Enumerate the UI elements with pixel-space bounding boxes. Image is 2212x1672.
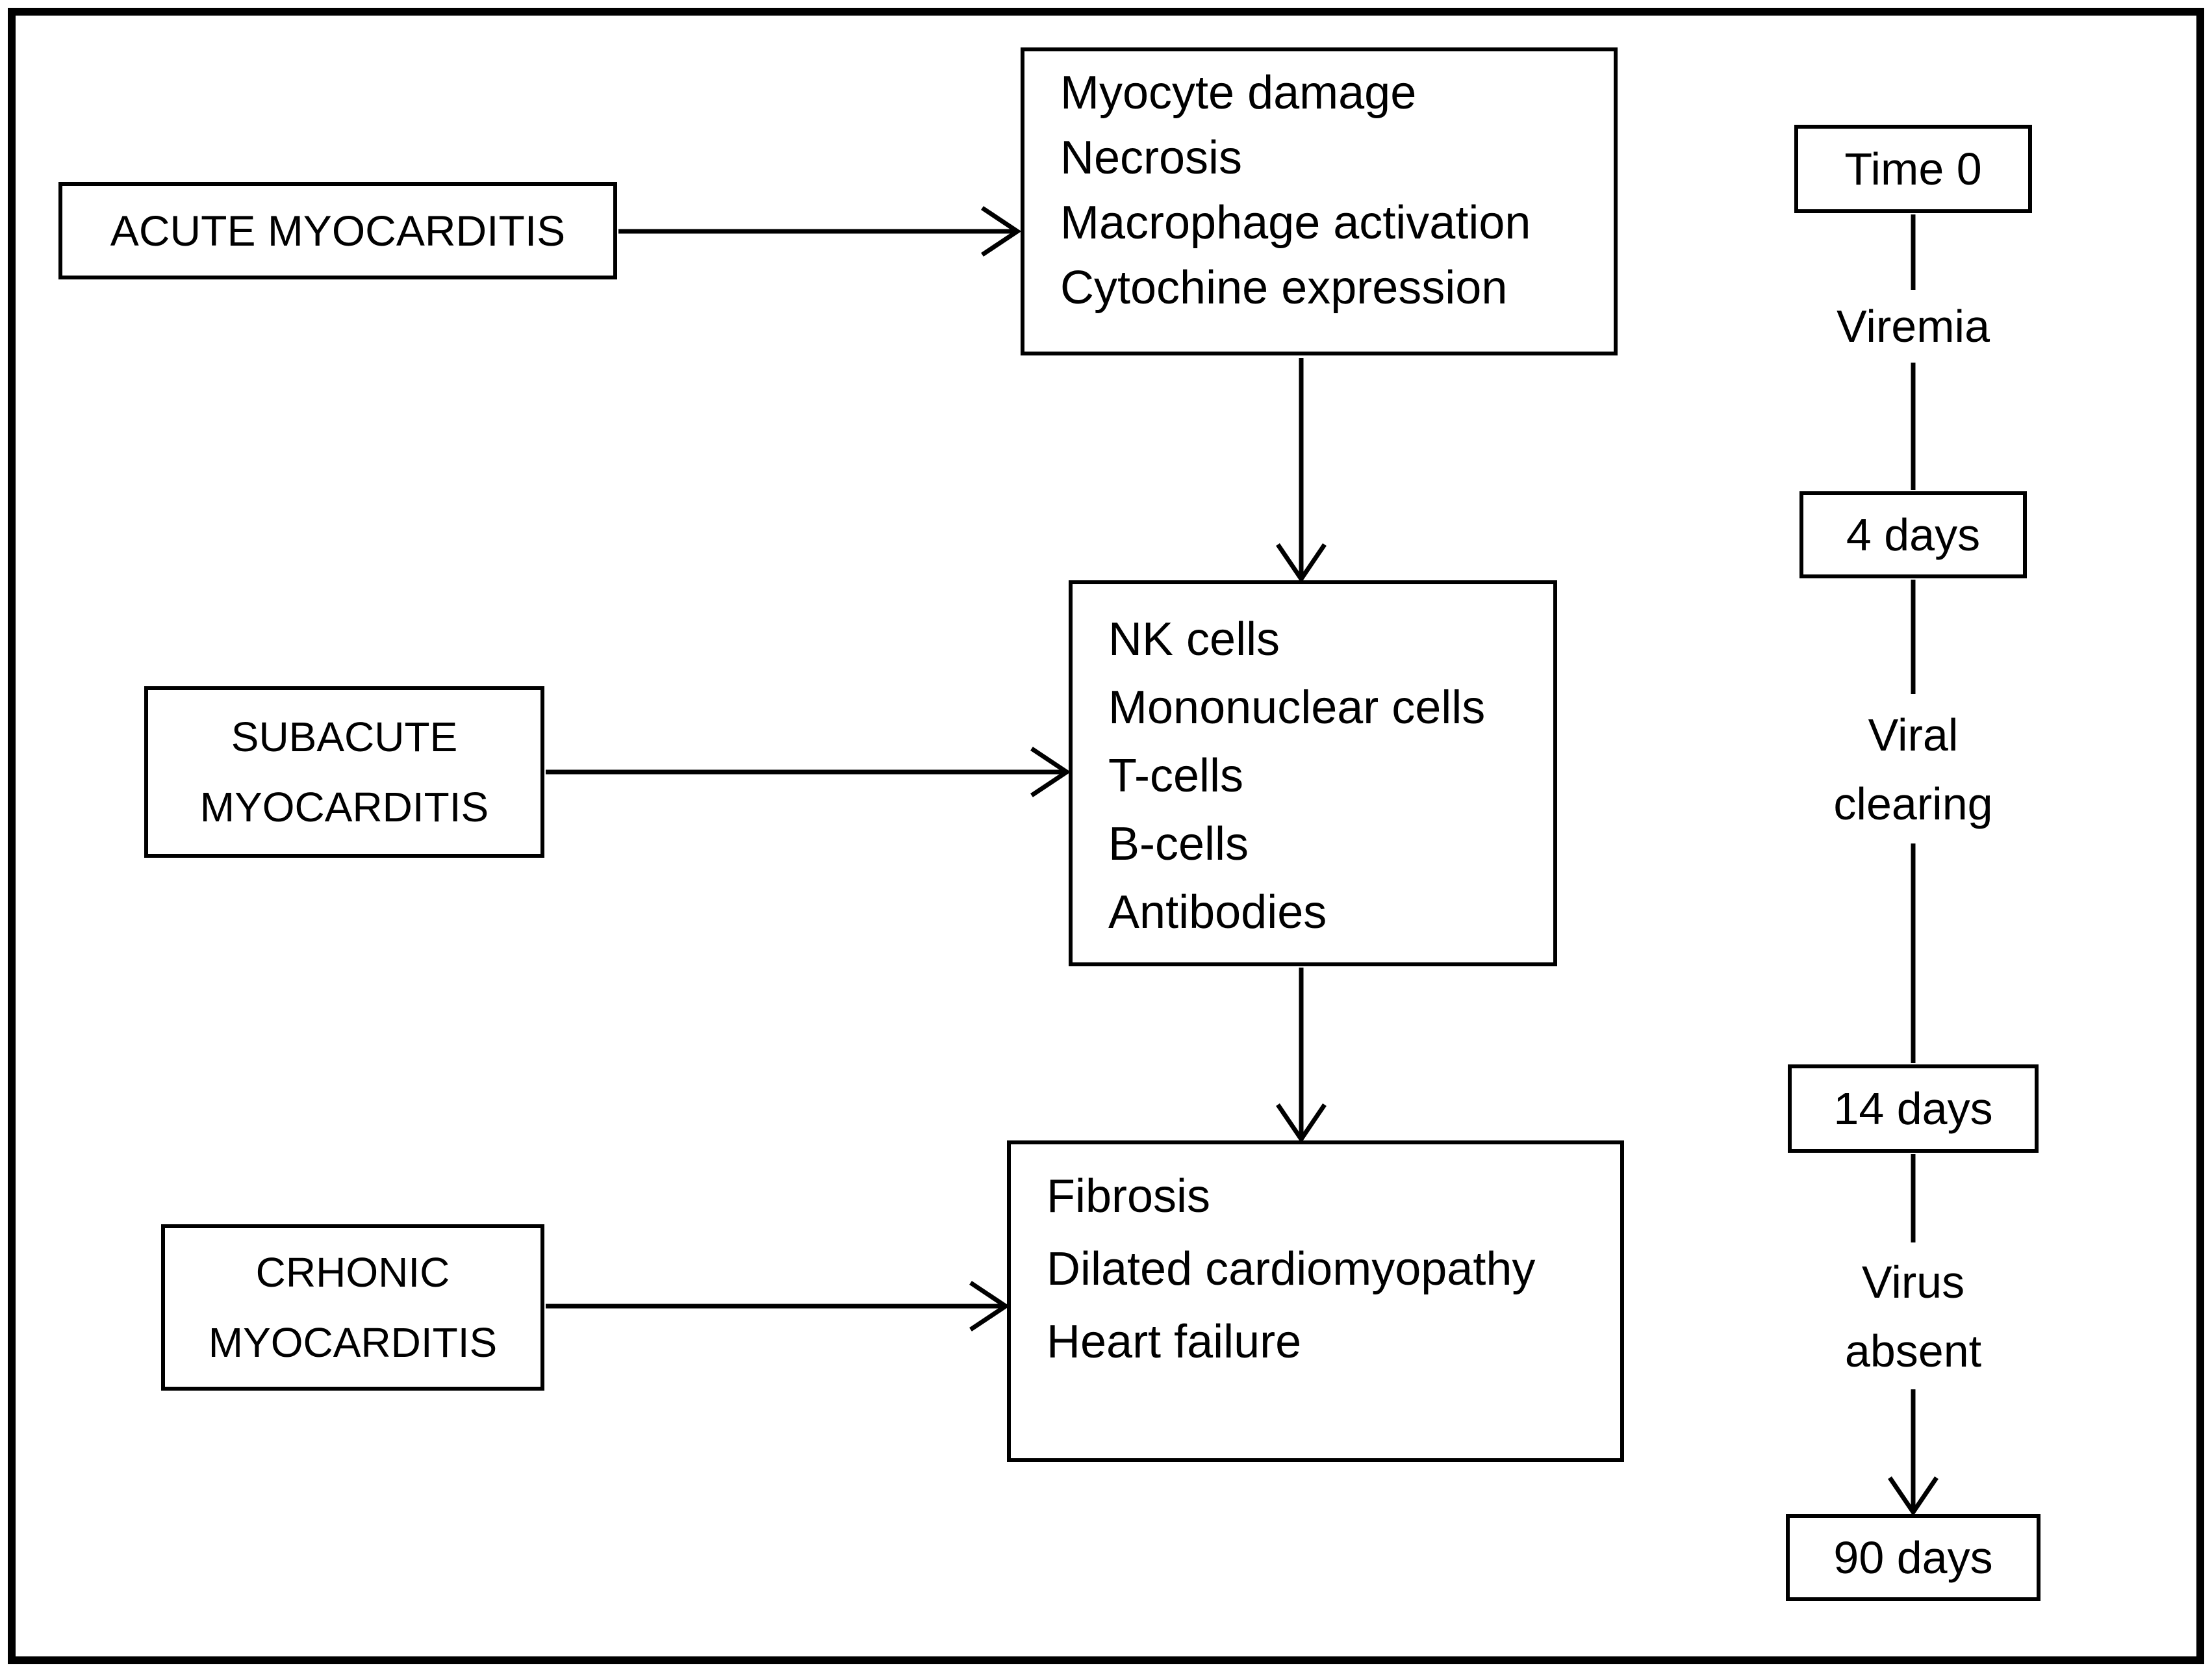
timeline-box-4-days: 4 days [1799,491,2027,578]
timeline-box-14-days: 14 days [1788,1064,2039,1153]
stage-label-line: SUBACUTE [231,714,458,760]
process-box-chronic-effects: Fibrosis Dilated cardiomyopathy Heart fa… [1007,1140,1624,1462]
timeline-label-virus-absent: Virus absent [1718,1248,2108,1385]
timeline-phase-line: clearing [1833,778,1993,829]
process-line: Mononuclear cells [1108,682,1486,734]
timeline-milestone-label: 4 days [1846,509,1981,560]
arrow-subacute-to-effects-head [1030,747,1071,797]
stage-label-line: CRHONIC [255,1249,450,1296]
stage-box-acute: ACUTE MYOCARDITIS [58,182,617,279]
process-line: Antibodies [1108,886,1327,938]
timeline-milestone-label: 14 days [1833,1083,1993,1134]
process-line: B-cells [1108,818,1249,870]
process-line: Heart failure [1047,1316,1302,1368]
timeline-label-viral-clearing: Viral clearing [1718,701,2108,838]
timeline-box-time-0: Time 0 [1794,125,2032,213]
stage-label-line: MYOCARDITIS [208,1319,498,1366]
timeline-box-90-days: 90 days [1786,1514,2040,1601]
process-line: Myocyte damage [1060,67,1417,119]
figure-border [8,8,2204,1664]
timeline-phase-line: Virus [1861,1257,1965,1307]
timeline-phase-line: Viral [1868,710,1959,760]
timeline-milestone-label: Time 0 [1844,144,1982,194]
timeline-label-viremia: Viremia [1718,292,2108,361]
timeline-phase-line: absent [1844,1326,1982,1376]
stage-label-line: MYOCARDITIS [199,784,489,830]
process-line: NK cells [1108,613,1280,665]
process-line: Dilated cardiomyopathy [1047,1243,1536,1295]
process-line: Necrosis [1060,132,1243,184]
process-box-acute-effects: Myocyte damage Necrosis Macrophage activ… [1021,47,1618,355]
arrow-acute-to-effects-head [981,206,1022,257]
process-line: Fibrosis [1047,1170,1211,1222]
process-box-subacute-effects: NK cells Mononuclear cells T-cells B-cel… [1069,580,1557,966]
timeline-arrow-to-90days-head [1888,1476,1939,1517]
arrow-effects1-to-effects2-head [1276,543,1327,584]
arrow-chronic-to-effects-head [969,1281,1010,1331]
stage-box-subacute: SUBACUTE MYOCARDITIS [144,686,544,858]
stage-label-line: ACUTE MYOCARDITIS [110,207,566,255]
process-line: Cytochine expression [1060,262,1508,314]
stage-box-chronic: CRHONIC MYOCARDITIS [161,1224,544,1391]
process-line: Macrophage activation [1060,197,1531,249]
process-line: T-cells [1108,750,1244,802]
arrow-effects2-to-effects3-head [1276,1103,1327,1144]
timeline-milestone-label: 90 days [1833,1532,1993,1583]
timeline-phase-line: Viremia [1836,301,1990,352]
